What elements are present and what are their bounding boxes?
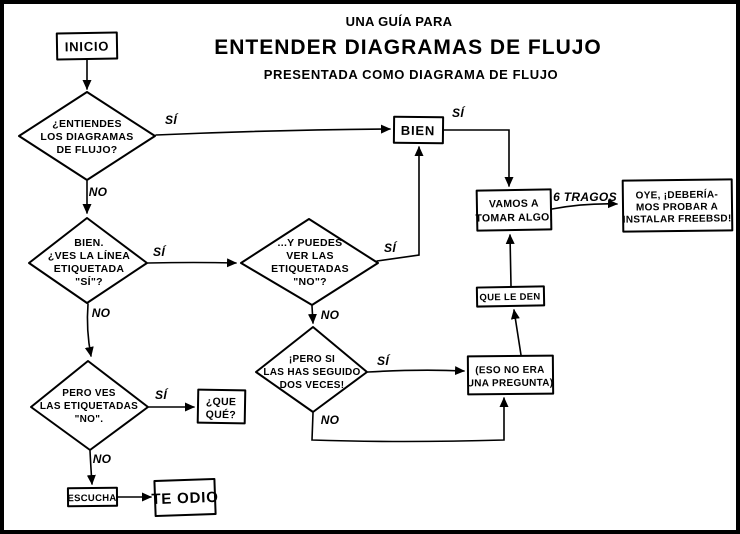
node-inicio: INICIO bbox=[55, 31, 119, 61]
node-freebsd-line: OYE, ¡DEBERÍA- bbox=[636, 187, 719, 201]
node-ver-no-line: ETIQUETADAS bbox=[271, 263, 349, 275]
edge-label-no: NO bbox=[92, 306, 111, 320]
arrow-veslinea-no-to-peroves bbox=[84, 303, 94, 357]
node-entiendes-diamond: ¿ENTIENDES LOS DIAGRAMAS DE FLUJO? bbox=[18, 91, 156, 181]
node-bien: BIEN bbox=[392, 115, 445, 145]
arrow-vamos-tragos-to-freebsd bbox=[551, 199, 618, 210]
node-ver-no-line: ...Y PUEDES bbox=[278, 237, 343, 249]
node-escucha-label: ESCUCHA bbox=[67, 493, 116, 504]
node-pero-ves-diamond: PERO VES LAS ETIQUETADAS "NO". bbox=[30, 360, 149, 451]
node-que-que-line: ¿QUE bbox=[206, 396, 237, 409]
edge-label-no: NO bbox=[93, 452, 112, 466]
title-block: UNA GUÍA PARA ENTENDER DIAGRAMAS DE FLUJ… bbox=[214, 14, 602, 82]
node-que-le-den: QUE LE DEN bbox=[475, 285, 546, 308]
node-que-le-den-label: QUE LE DEN bbox=[479, 291, 540, 303]
node-vamos-line: TOMAR ALGO. bbox=[475, 211, 553, 224]
edge-label-no: NO bbox=[321, 413, 340, 427]
arrow-seguido-no-loop-to-nopregunta bbox=[311, 397, 509, 443]
node-ver-no-line: VER LAS bbox=[286, 250, 334, 262]
node-ver-no-line: "NO"? bbox=[293, 276, 327, 288]
title-main: ENTENDER DIAGRAMAS DE FLUJO bbox=[214, 36, 602, 59]
node-te-odio-label: TE ODIO bbox=[151, 489, 219, 508]
edge-label-si: SÍ bbox=[384, 240, 398, 255]
node-seguido-line: ¡PERO SI bbox=[289, 354, 335, 365]
arrow-seguido-si-to-nopregunta bbox=[367, 366, 465, 376]
node-ves-linea-line: "SÍ"? bbox=[75, 275, 103, 288]
edge-label-si: SÍ bbox=[377, 353, 391, 368]
edge-label-si: SÍ bbox=[155, 387, 169, 402]
edges bbox=[82, 59, 618, 502]
node-ves-linea-line: BIEN. bbox=[74, 237, 104, 249]
node-escucha: ESCUCHA bbox=[66, 486, 119, 508]
edge-label-no: NO bbox=[89, 185, 108, 199]
node-bien-label: BIEN bbox=[401, 123, 435, 138]
arrow-verno-si-to-bien bbox=[376, 146, 424, 262]
arrow-nopregunta-to-queleden bbox=[510, 309, 522, 356]
arrow-bien-si-to-vamos bbox=[442, 129, 514, 187]
node-no-pregunta-line: UNA PREGUNTA) bbox=[467, 378, 554, 390]
node-freebsd: OYE, ¡DEBERÍA- MOS PROBAR A INSTALAR FRE… bbox=[621, 178, 734, 233]
node-ves-linea-line: ¿VES LA LÍNEA bbox=[48, 249, 130, 262]
node-vamos: VAMOS A TOMAR ALGO. bbox=[475, 188, 553, 232]
arrow-entiendes-si-to-bien bbox=[155, 124, 391, 136]
node-pero-ves-line: PERO VES bbox=[62, 388, 116, 399]
edge-labels: SÍ SÍ SÍ SÍ SÍ SÍ NO NO NO NO NO 6 TRAGO… bbox=[89, 105, 617, 466]
arrow-peroves-no-to-escucha bbox=[86, 450, 96, 485]
title-kicker: UNA GUÍA PARA bbox=[346, 14, 453, 29]
node-seguido-line: DOS VECES! bbox=[280, 380, 345, 391]
edge-label-no: NO bbox=[321, 308, 340, 322]
node-vamos-line: VAMOS A bbox=[489, 198, 539, 211]
node-que-que: ¿QUE QUÉ? bbox=[196, 388, 247, 425]
title-sub: PRESENTADA COMO DIAGRAMA DE FLUJO bbox=[264, 67, 559, 82]
arrow-queleden-to-vamos bbox=[505, 234, 515, 287]
node-freebsd-line: INSTALAR FREEBSD! bbox=[623, 213, 732, 225]
node-seguido-diamond: ¡PERO SI LAS HAS SEGUIDO DOS VECES! bbox=[255, 326, 368, 413]
node-ves-linea-diamond: BIEN. ¿VES LA LÍNEA ETIQUETADA "SÍ"? bbox=[28, 217, 148, 304]
node-ver-no-diamond: ...Y PUEDES VER LAS ETIQUETADAS "NO"? bbox=[240, 218, 379, 306]
node-seguido-line: LAS HAS SEGUIDO bbox=[263, 367, 360, 378]
edge-label-si: SÍ bbox=[153, 244, 167, 259]
edge-label-6-tragos: 6 TRAGOS bbox=[553, 190, 617, 204]
node-ves-linea-line: ETIQUETADA bbox=[54, 263, 125, 275]
node-pero-ves-line: "NO". bbox=[75, 414, 104, 425]
node-entiendes-line: DE FLUJO? bbox=[56, 144, 117, 156]
node-entiendes-line: ¿ENTIENDES bbox=[52, 118, 122, 130]
node-no-pregunta: (ESO NO ERA UNA PREGUNTA) bbox=[467, 354, 555, 396]
arrow-verno-no-to-seguido bbox=[307, 305, 317, 324]
node-entiendes-line: LOS DIAGRAMAS bbox=[40, 131, 133, 143]
edge-label-si: SÍ bbox=[452, 105, 466, 120]
node-pero-ves-line: LAS ETIQUETADAS bbox=[40, 401, 138, 412]
node-que-que-line: QUÉ? bbox=[206, 408, 237, 422]
edge-label-si: SÍ bbox=[165, 112, 179, 127]
node-no-pregunta-line: (ESO NO ERA bbox=[475, 365, 545, 377]
node-te-odio: TE ODIO bbox=[151, 477, 219, 518]
node-inicio-label: INICIO bbox=[65, 39, 110, 55]
node-freebsd-line: MOS PROBAR A bbox=[636, 201, 718, 213]
arrow-veslinea-si-to-verno bbox=[147, 258, 237, 268]
